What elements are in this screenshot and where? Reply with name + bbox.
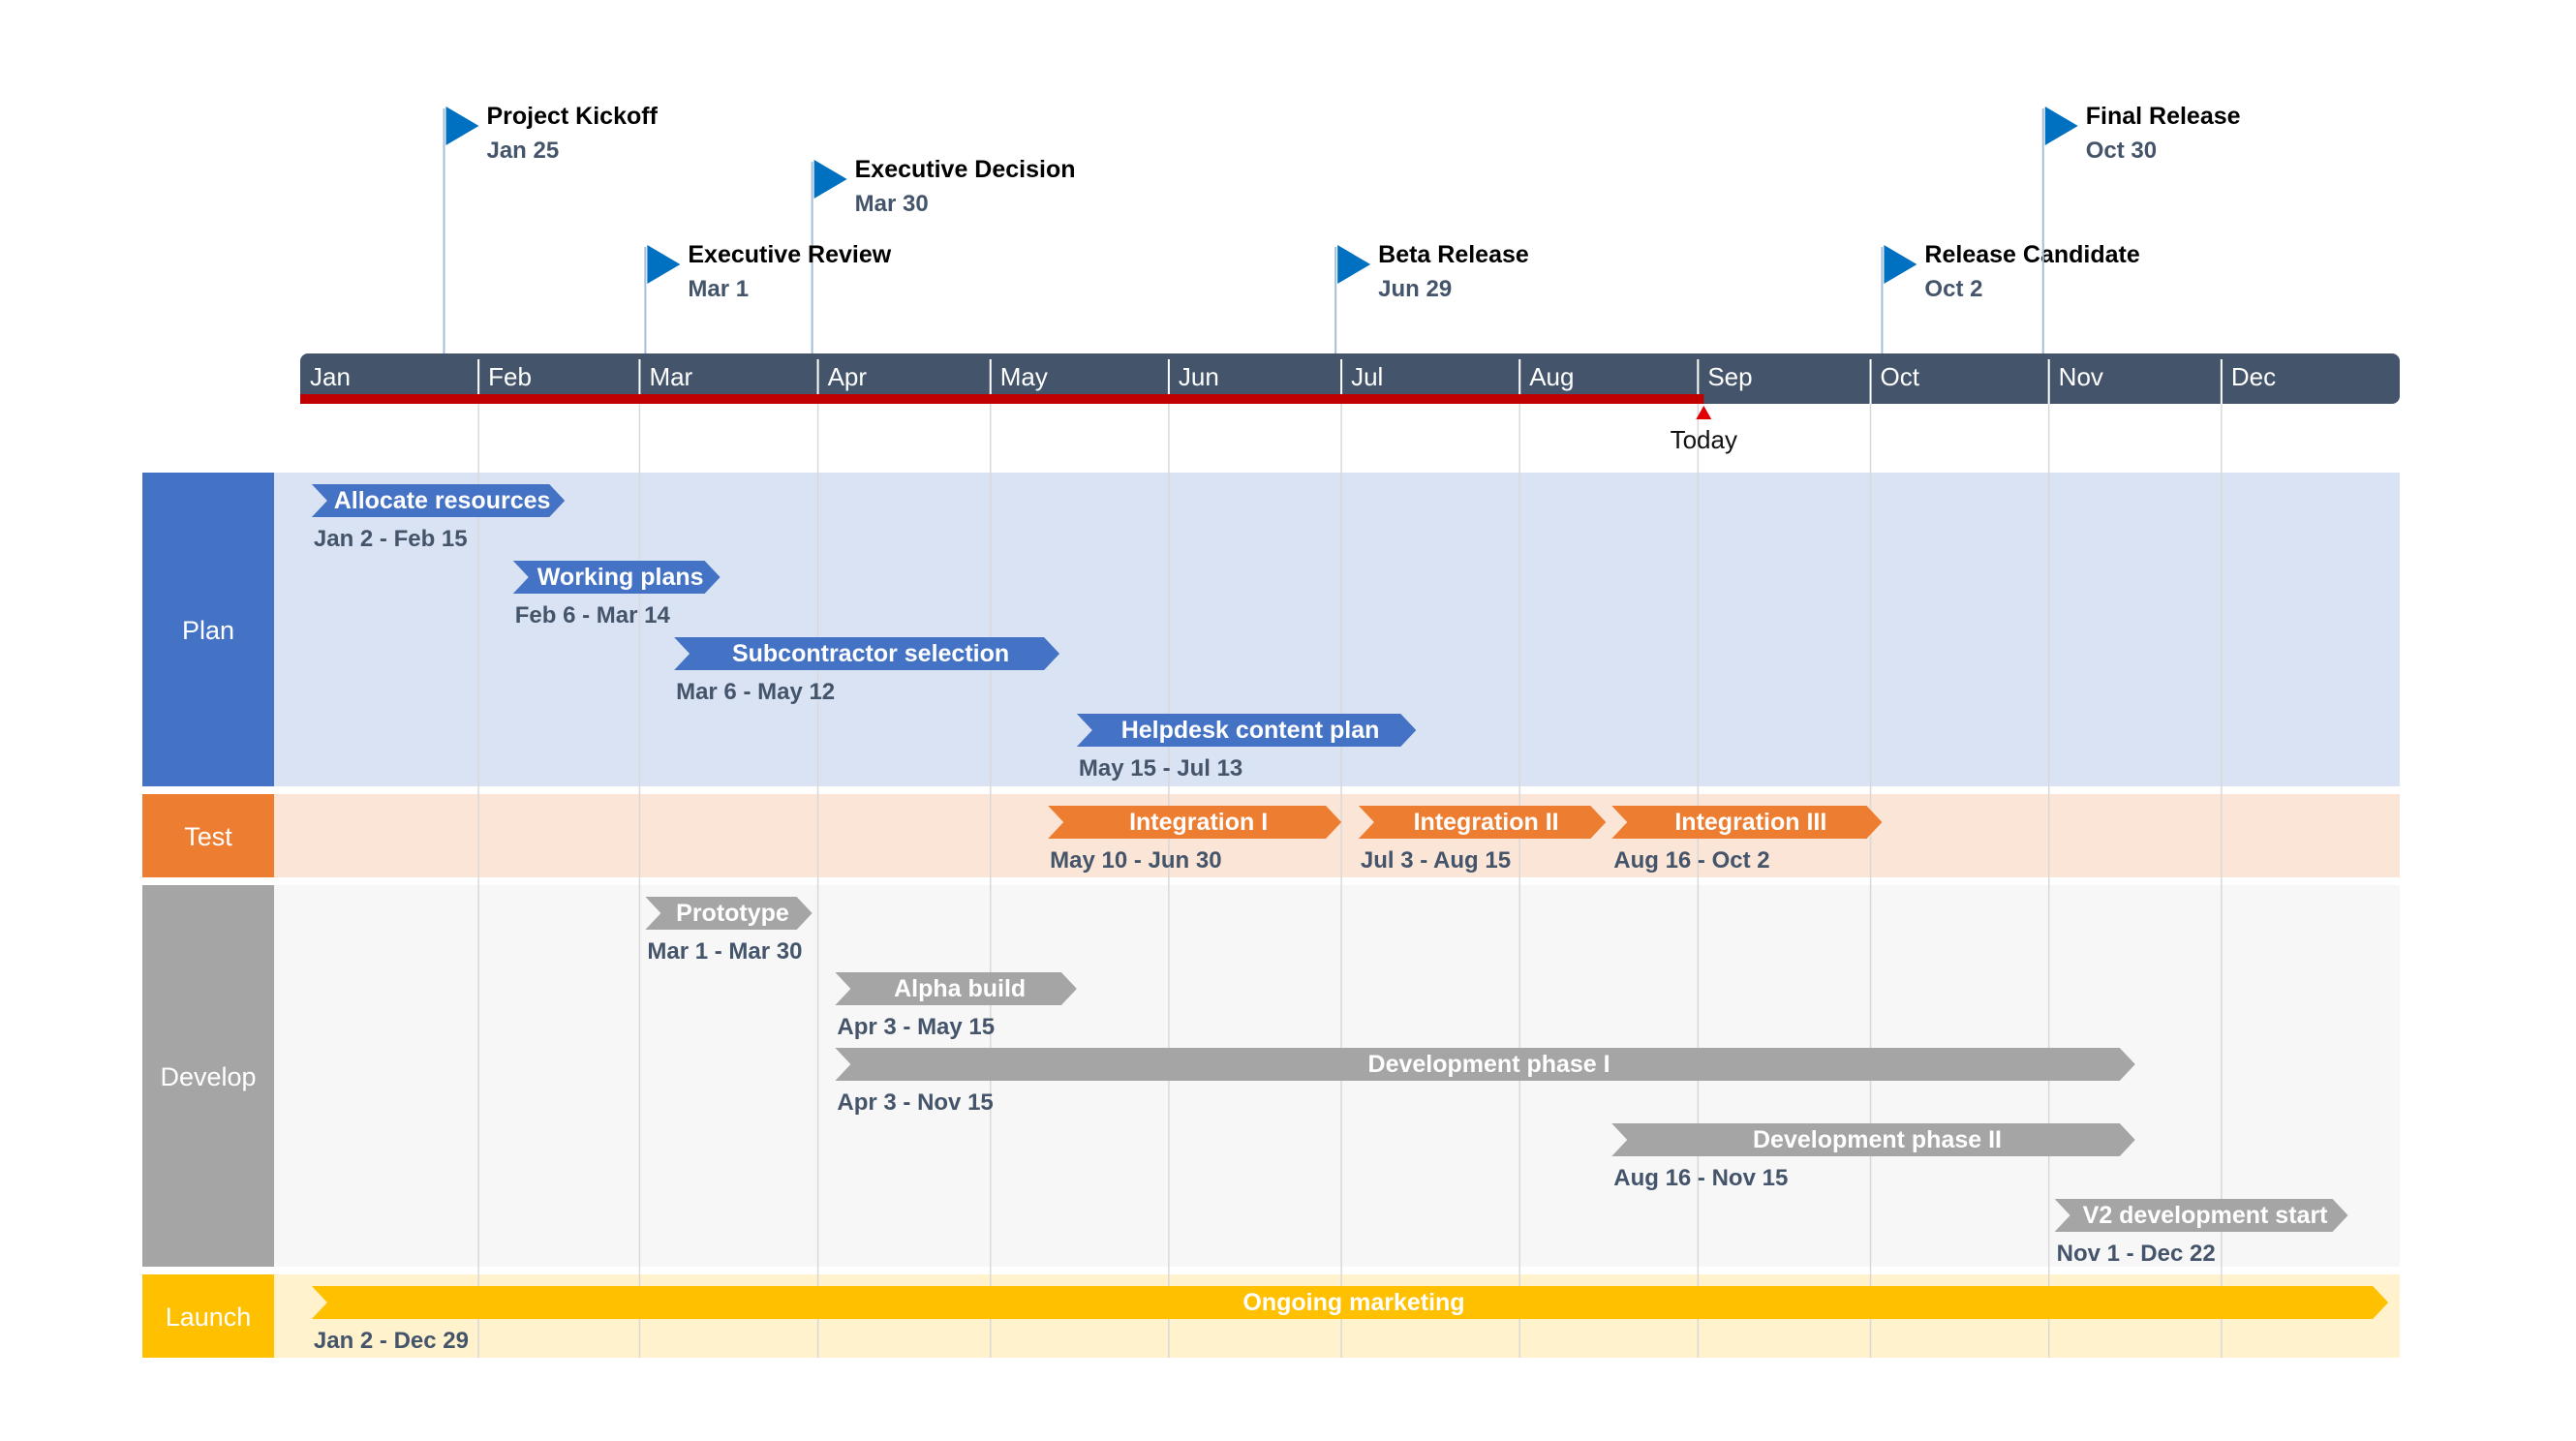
task-dates-helpdesk-content-plan: May 15 - Jul 13 <box>1079 755 1242 782</box>
task-dates-development-phase-i: Apr 3 - Nov 15 <box>837 1089 993 1116</box>
task-label-integration-iii: Integration III <box>1674 809 1826 836</box>
task-label-ongoing-marketing: Ongoing marketing <box>1242 1289 1464 1316</box>
milestone-flag-final-release <box>2044 107 2078 145</box>
milestone-date-release-candidate: Oct 2 <box>1924 276 1982 302</box>
milestone-flag-release-candidate <box>1884 245 1917 284</box>
task-bar-ongoing-marketing <box>311 1286 2389 1319</box>
task-bar-allocate-resources <box>311 484 566 517</box>
task-label-development-phase-i: Development phase I <box>1368 1051 1610 1078</box>
milestone-flag-executive-decision <box>813 160 847 199</box>
swimlane-header-plan <box>142 473 274 786</box>
task-bar-prototype <box>645 897 813 930</box>
milestone-title-beta-release: Beta Release <box>1378 241 1529 268</box>
swimlane-label-plan: Plan <box>182 616 234 645</box>
month-label-jul: Jul <box>1351 362 1383 391</box>
today-marker <box>1696 406 1712 419</box>
today-label: Today <box>1671 425 1737 454</box>
task-label-development-phase-ii: Development phase II <box>1753 1126 2002 1153</box>
task-dates-v2-development-start: Nov 1 - Dec 22 <box>2057 1241 2216 1267</box>
milestone-date-final-release: Oct 30 <box>2086 138 2157 164</box>
timeline-axis: Jan Feb Mar Apr May Jun Jul Aug Sep Oct Nov DecToda… <box>300 353 2400 454</box>
task-dates-integration-iii: Aug 16 - Oct 2 <box>1613 847 1769 874</box>
today-progress-line <box>300 394 1704 404</box>
milestone-title-executive-review: Executive Review <box>688 241 891 268</box>
swimlane-label-develop: Develop <box>160 1062 256 1091</box>
task-dates-integration-ii: Jul 3 - Aug 15 <box>1361 847 1511 874</box>
task-bar-working-plans <box>512 561 721 594</box>
milestone-flag-beta-release <box>1337 245 1371 284</box>
task-bar-helpdesk-content-plan <box>1076 714 1417 747</box>
task-dates-working-plans: Feb 6 - Mar 14 <box>515 602 671 629</box>
month-label-feb: Feb <box>488 362 532 391</box>
task-label-alpha-build: Alpha build <box>894 975 1026 1002</box>
month-label-jun: Jun <box>1179 362 1219 391</box>
task-label-subcontractor-selection: Subcontractor selection <box>732 640 1009 667</box>
task-dates-allocate-resources: Jan 2 - Feb 15 <box>314 526 468 552</box>
swimlane-header-develop <box>142 885 274 1267</box>
task-label-v2-development-start: V2 development start <box>2083 1202 2329 1229</box>
task-bar-integration-iii <box>1611 806 1883 839</box>
task-label-helpdesk-content-plan: Helpdesk content plan <box>1121 717 1380 744</box>
milestone-date-project-kickoff: Jan 25 <box>486 138 559 164</box>
month-label-nov: Nov <box>2059 362 2103 391</box>
milestone-date-beta-release: Jun 29 <box>1378 276 1452 302</box>
task-bar-integration-i <box>1048 806 1342 839</box>
milestone-flag-project-kickoff <box>445 107 479 145</box>
task-bar-development-phase-ii <box>1611 1123 2135 1156</box>
month-gridlines <box>477 404 2223 1358</box>
task-label-working-plans: Working plans <box>537 564 704 591</box>
task-bar-v2-development-start <box>2054 1199 2348 1232</box>
milestone-title-project-kickoff: Project Kickoff <box>486 103 658 130</box>
month-label-dec: Dec <box>2231 362 2276 391</box>
milestone-date-executive-review: Mar 1 <box>688 276 749 302</box>
swimlane-header-launch <box>142 1274 274 1358</box>
task-bar-integration-ii <box>1358 806 1607 839</box>
task-label-prototype: Prototype <box>676 900 789 927</box>
task-dates-development-phase-ii: Aug 16 - Nov 15 <box>1613 1165 1788 1191</box>
milestone-title-release-candidate: Release Candidate <box>1924 241 2139 268</box>
milestone-title-executive-decision: Executive Decision <box>855 156 1076 183</box>
month-label-apr: Apr <box>828 362 868 391</box>
swimlane-label-launch: Launch <box>166 1303 252 1332</box>
task-dates-prototype: Mar 1 - Mar 30 <box>647 938 802 965</box>
month-label-may: May <box>1000 362 1048 391</box>
task-label-integration-i: Integration I <box>1129 809 1268 836</box>
swimlane-band-test <box>274 794 2400 877</box>
axis-bar <box>300 353 2400 404</box>
task-dates-ongoing-marketing: Jan 2 - Dec 29 <box>314 1328 469 1354</box>
task-dates-subcontractor-selection: Mar 6 - May 12 <box>676 679 835 705</box>
month-label-sep: Sep <box>1707 362 1752 391</box>
task-bar-subcontractor-selection <box>674 637 1060 670</box>
task-dates-integration-i: May 10 - Jun 30 <box>1050 847 1221 874</box>
milestone-flag-executive-review <box>647 245 681 284</box>
swimlane-label-test: Test <box>184 822 232 851</box>
swimlane-header-test <box>142 794 274 877</box>
month-label-aug: Aug <box>1529 362 1574 391</box>
task-bar-development-phase-i <box>835 1048 2135 1081</box>
month-label-mar: Mar <box>649 362 692 391</box>
month-label-oct: Oct <box>1881 362 1920 391</box>
milestone-date-executive-decision: Mar 30 <box>855 191 929 217</box>
month-label-jan: Jan <box>310 362 351 391</box>
task-label-integration-ii: Integration II <box>1414 809 1559 836</box>
milestone-title-final-release: Final Release <box>2086 103 2241 130</box>
task-dates-alpha-build: Apr 3 - May 15 <box>837 1014 995 1040</box>
task-bar-alpha-build <box>835 972 1077 1005</box>
task-label-allocate-resources: Allocate resources <box>334 487 551 514</box>
